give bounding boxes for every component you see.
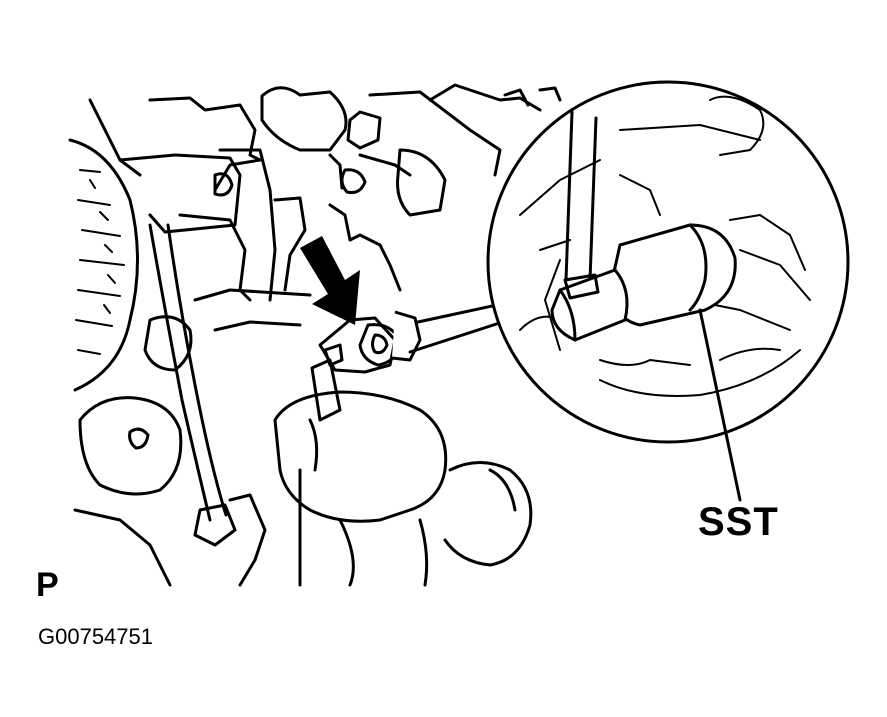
pulley-area bbox=[68, 98, 242, 392]
lower-left-parts bbox=[73, 288, 312, 587]
hand bbox=[273, 390, 533, 587]
cable bbox=[148, 223, 237, 547]
engine-block bbox=[148, 83, 562, 302]
figure-id: G00754751 bbox=[38, 624, 153, 649]
sst-label: SST bbox=[698, 500, 779, 544]
arrow-icon bbox=[300, 236, 360, 325]
sensor bbox=[310, 310, 422, 422]
view-label: P bbox=[36, 566, 59, 604]
magnifier-circle bbox=[486, 80, 850, 502]
